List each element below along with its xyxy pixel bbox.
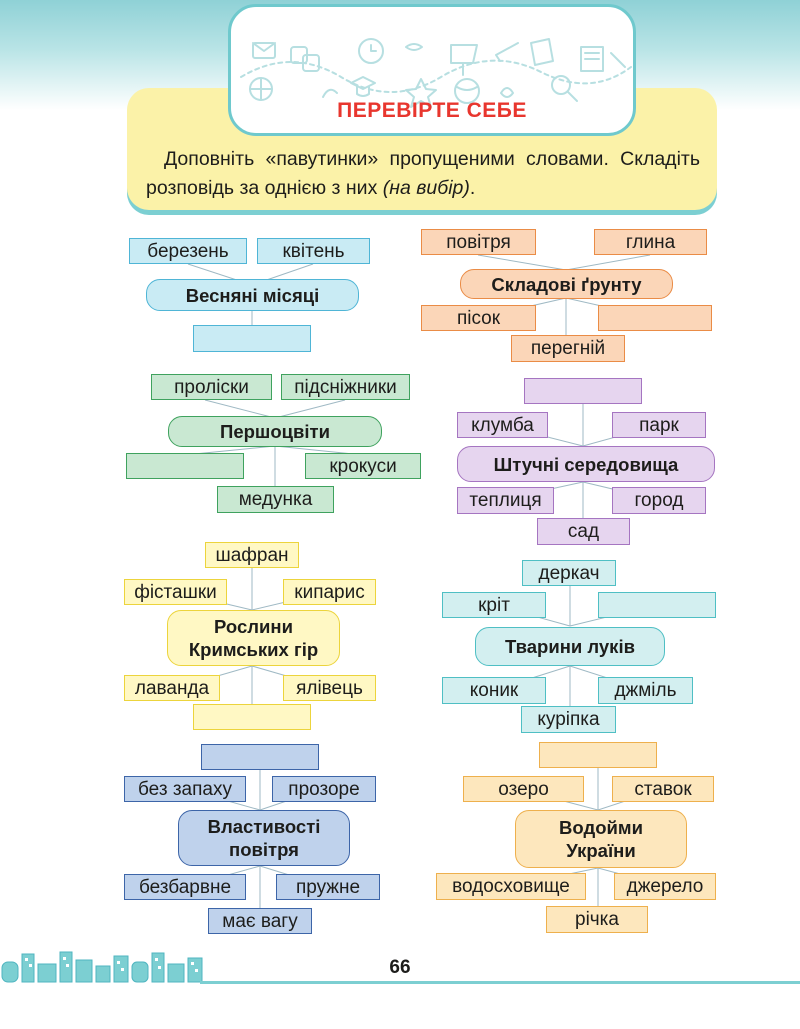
web-item-blank[interactable] — [524, 378, 642, 404]
web-item: березень — [129, 238, 247, 264]
web-item: коник — [442, 677, 546, 704]
web-item-blank[interactable] — [126, 453, 244, 479]
task-end-text: . — [469, 177, 476, 199]
web-item: перегній — [511, 335, 625, 362]
web-center-line: Властивості — [207, 816, 321, 837]
web-item-blank[interactable] — [598, 592, 716, 618]
school-doodles-icon — [240, 38, 632, 108]
web-item: ялівець — [283, 675, 376, 701]
web-item: крокуси — [305, 453, 421, 479]
web-item-blank[interactable] — [193, 325, 311, 352]
web-center-line: повітря — [229, 839, 299, 860]
web-item: без запаху — [124, 776, 246, 802]
web-item-blank[interactable] — [539, 742, 657, 768]
web-item: проліски — [151, 374, 272, 400]
web-item: глина — [594, 229, 707, 255]
web-center-spring-months: Весняні місяці — [146, 279, 359, 311]
web-item: озеро — [463, 776, 584, 802]
web-item: квітень — [257, 238, 370, 264]
page-number: 66 — [389, 957, 411, 978]
web-item: курiпка — [521, 706, 616, 733]
web-center-line: Водойми — [559, 817, 643, 838]
web-item: повітря — [421, 229, 536, 255]
web-item: прозоре — [272, 776, 376, 802]
task-main-text: Доповніть «павутинки» пропущеними словам… — [146, 148, 700, 199]
header-tab: ПЕРЕВІРТЕ СЕБЕ — [228, 4, 636, 136]
web-center-line: Кримських гір — [188, 639, 319, 660]
web-center-crimean-plants: Рослини Кримських гір — [167, 610, 340, 666]
web-item: сад — [537, 518, 630, 545]
web-item: фісташки — [124, 579, 227, 605]
city-skyline-icon — [1, 951, 203, 983]
web-item: клумба — [457, 412, 548, 438]
web-item: кипарис — [283, 579, 376, 605]
web-item: теплиця — [457, 487, 554, 514]
web-item-blank[interactable] — [193, 704, 311, 730]
task-instruction: Доповніть «павутинки» пропущеними словам… — [146, 145, 700, 203]
task-choice-text: (на вибір) — [382, 177, 470, 199]
web-item: пісок — [421, 305, 536, 331]
web-center-line: України — [566, 840, 636, 861]
web-item-blank[interactable] — [201, 744, 319, 770]
web-item: має вагу — [208, 908, 312, 934]
web-center-meadow-animals: Тварини луків — [475, 627, 665, 666]
web-center-artificial-environments: Штучні середовища — [457, 446, 715, 482]
web-item: деркач — [522, 560, 616, 586]
web-item: шафран — [205, 542, 299, 568]
web-center-first-flowers: Першоцвіти — [168, 416, 382, 447]
web-center-line: Рослини — [214, 616, 293, 637]
web-item: ставок — [612, 776, 714, 802]
web-center-air-properties: Властивості повітря — [178, 810, 350, 866]
web-item: підсніжники — [281, 374, 410, 400]
web-item: джміль — [598, 677, 693, 704]
web-item: парк — [612, 412, 706, 438]
web-item: медунка — [217, 486, 334, 513]
web-item: пружне — [276, 874, 380, 900]
web-item: кріт — [442, 592, 546, 618]
web-center-soil-components: Складові ґрунту — [460, 269, 673, 299]
web-item: безбарвне — [124, 874, 246, 900]
section-title: ПЕРЕВІРТЕ СЕБЕ — [337, 99, 527, 122]
web-item: город — [612, 487, 706, 514]
web-item-blank[interactable] — [598, 305, 712, 331]
web-center-ukrainian-water-bodies: Водойми України — [515, 810, 687, 868]
footer-rule — [200, 981, 800, 984]
web-item: річка — [546, 906, 648, 933]
web-item: лаванда — [124, 675, 220, 701]
web-item: водосховище — [436, 873, 586, 900]
web-item: джерело — [614, 873, 716, 900]
